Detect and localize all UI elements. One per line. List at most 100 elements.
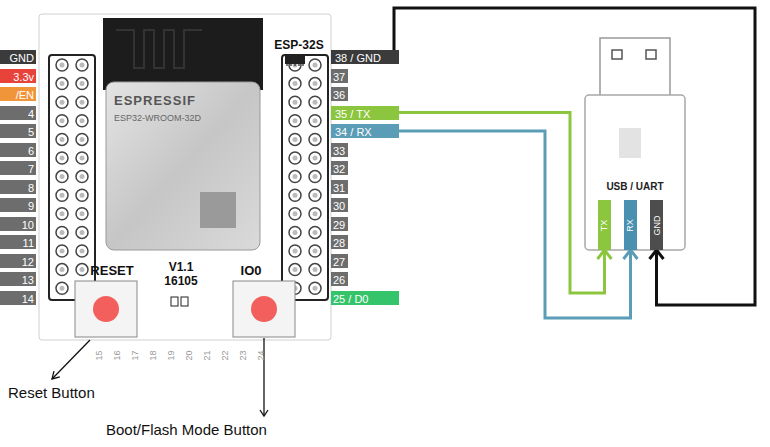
button-label: RESET xyxy=(86,262,138,278)
pin-tag: 37 xyxy=(331,69,348,83)
pin-tag: 14 xyxy=(0,291,36,305)
pin-tag: 10 xyxy=(0,217,36,231)
pin-tag: 26 xyxy=(331,272,348,286)
wire-arrowhead xyxy=(624,250,638,259)
header-pin: GND xyxy=(650,200,663,250)
pin-tag: 7 xyxy=(0,161,36,175)
pin-header xyxy=(49,55,95,300)
module-brand-text: ESPRESSIF xyxy=(114,93,196,109)
pin-tag-text: 32 xyxy=(333,162,345,176)
pin-number: 24 xyxy=(253,344,264,368)
board-code: 16105 xyxy=(160,273,202,287)
wire-arrowhead xyxy=(650,250,664,259)
antenna-trace xyxy=(116,30,202,68)
pin-tag-text: 3.3v xyxy=(13,70,34,84)
button-body xyxy=(75,281,137,337)
header-holes xyxy=(56,59,321,294)
pin-tag: 34 / RX xyxy=(331,124,399,138)
pin-number: 20 xyxy=(181,344,192,368)
pin-tag: 35 / TX xyxy=(331,106,399,120)
callout-text: Boot/Flash Mode Button xyxy=(106,421,336,439)
pin-tag-text: 9 xyxy=(28,199,34,213)
pin-number: 16 xyxy=(109,344,120,368)
plug-slot xyxy=(612,50,622,59)
pin-tag: 3.3v xyxy=(0,69,36,83)
board-name-text: ESP-32S xyxy=(274,37,323,53)
pin-tag-text: 7 xyxy=(28,162,34,176)
pin-number-text: 19 xyxy=(166,351,177,361)
pin-tag: /EN xyxy=(0,87,36,101)
antenna-area xyxy=(103,18,263,90)
pin-number-text: 17 xyxy=(130,351,141,361)
pin-number-text: 20 xyxy=(184,351,195,361)
pin-name: 35 / TX xyxy=(335,107,370,121)
pin-number: 21 xyxy=(199,344,210,368)
wire-line xyxy=(394,8,755,305)
wire-arrowhead xyxy=(598,250,612,259)
pin-number-text: 18 xyxy=(148,351,159,361)
pin-tag-text: 30 xyxy=(333,199,345,213)
pin-tag-text: /EN xyxy=(16,88,34,102)
module-brand: ESPRESSIF xyxy=(114,92,254,108)
button-label: IO0 xyxy=(234,262,268,278)
usb-plug xyxy=(600,38,670,98)
qr-code xyxy=(200,192,236,228)
pin-tag-text: 33 xyxy=(333,144,345,158)
button-label-text: IO0 xyxy=(241,263,262,279)
wire-line xyxy=(399,113,605,294)
pin-tag: 4 xyxy=(0,106,36,120)
wire xyxy=(399,131,638,318)
pin-tag-text: 14 xyxy=(22,292,34,306)
callout-text: Reset Button xyxy=(8,384,118,402)
leader-line xyxy=(52,340,90,379)
pin-tag-text: 37 xyxy=(333,70,345,84)
pin-tag: 30 xyxy=(331,198,348,212)
pin-tag-text: 12 xyxy=(22,255,34,269)
adapter-title: USB / UART xyxy=(606,181,663,193)
pin-tag: 27 xyxy=(331,254,348,268)
pin-tag-text: 13 xyxy=(22,273,34,287)
pin-tag-text: 36 xyxy=(333,88,345,102)
pin-name: GND xyxy=(652,215,661,235)
wroom-module xyxy=(106,82,260,250)
button-cap xyxy=(93,296,119,322)
button-label-text: RESET xyxy=(90,263,133,279)
pin-number: 22 xyxy=(217,344,228,368)
wire xyxy=(394,8,755,305)
pin-tag: GND xyxy=(0,50,36,64)
pin-name: 38 / GND xyxy=(335,51,381,65)
pin-number-text: 16 xyxy=(112,351,123,361)
pin-tag-text: 31 xyxy=(333,181,345,195)
pin-number-text: 22 xyxy=(220,351,231,361)
usb-uart-adapter: USB / UART TX RX GND xyxy=(585,95,685,250)
pin-tag: 31 xyxy=(331,180,348,194)
callout-text-text: Reset Button xyxy=(8,384,95,402)
pin-number: 18 xyxy=(145,344,156,368)
pin-tag: 11 xyxy=(0,235,36,249)
pin-tag-text: 6 xyxy=(28,144,34,158)
pin-tag: 28 xyxy=(331,235,348,249)
pin-tag-text: 10 xyxy=(22,218,34,232)
header-pin: RX xyxy=(624,200,637,250)
pin-tag: 9 xyxy=(0,198,36,212)
pin-tag: 25 / D0 xyxy=(331,291,399,305)
pin-tag: 29 xyxy=(331,217,348,231)
pin-number: 17 xyxy=(127,344,138,368)
pin-tag: 6 xyxy=(0,143,36,157)
leader-arrow xyxy=(260,410,268,416)
pin-tag-text: GND xyxy=(10,51,34,65)
callout-text-text: Boot/Flash Mode Button xyxy=(106,421,267,439)
pin-tag: 12 xyxy=(0,254,36,268)
board-version-text: V1.1 xyxy=(169,260,194,274)
smd-part xyxy=(171,297,178,306)
wire xyxy=(399,113,612,294)
pin-tag-text: 5 xyxy=(28,125,34,139)
pin-tag-text: 26 xyxy=(333,273,345,287)
dev-board xyxy=(39,14,331,340)
board-name: ESP-32S xyxy=(264,36,334,52)
smd-part xyxy=(181,297,188,306)
pin-number: 19 xyxy=(163,344,174,368)
header-pin: TX xyxy=(598,200,611,250)
pin-tag-text: 28 xyxy=(333,236,345,250)
